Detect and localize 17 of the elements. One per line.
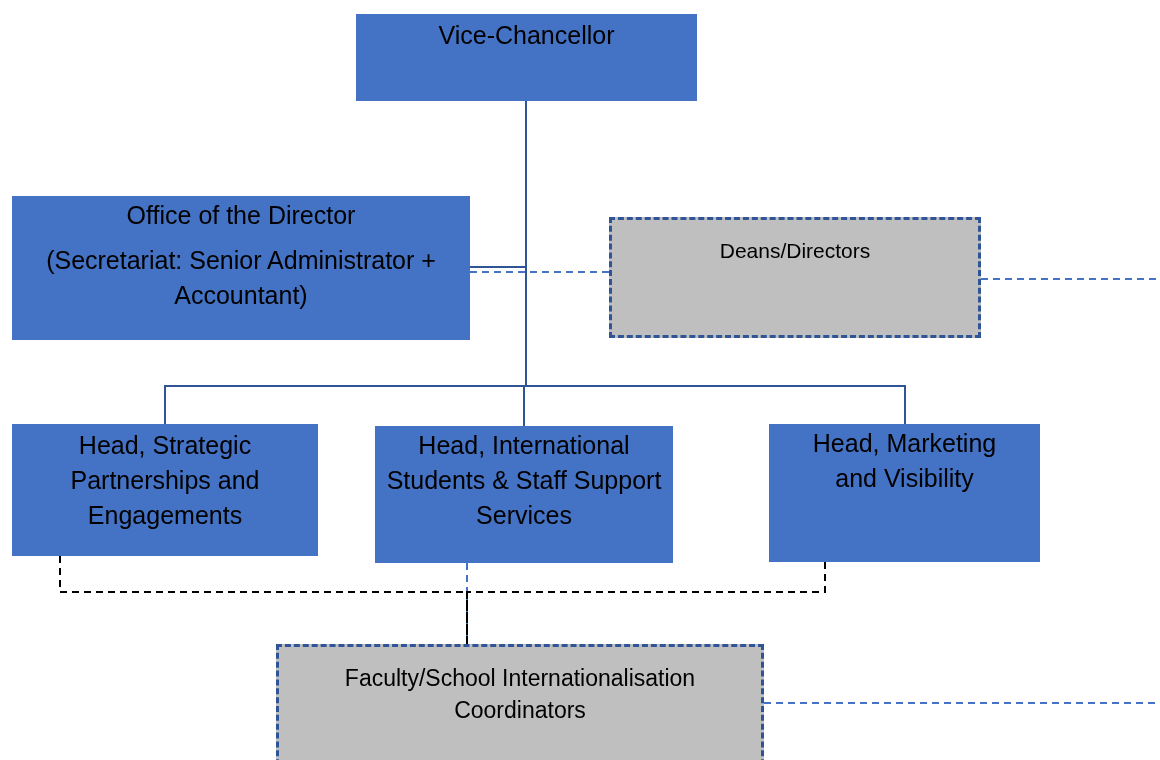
org-box [12, 196, 470, 340]
node-title: Deans/Directors [719, 238, 871, 264]
dashed-org-box [276, 644, 764, 760]
node-description: (Secretariat: Senior Administrator + Accountant) [45, 245, 437, 311]
connector-line [466, 561, 826, 645]
node-title: Head, Marketing and Visibility [811, 428, 998, 494]
node-title: Office of the Director [126, 200, 356, 231]
node-title: Vice-Chancellor [438, 20, 615, 51]
node-title: Faculty/School Internationalisation Coordinators [343, 664, 697, 726]
dashed-org-box [609, 217, 981, 338]
org-box [356, 14, 697, 101]
org-box [12, 424, 318, 556]
org-box [375, 426, 673, 563]
node-title: Head, International Students & Staff Support Services [385, 430, 663, 531]
connector-line [469, 271, 610, 273]
node-title: Head, Strategic Partnerships and Engagements [69, 430, 261, 531]
org-box [769, 424, 1040, 562]
